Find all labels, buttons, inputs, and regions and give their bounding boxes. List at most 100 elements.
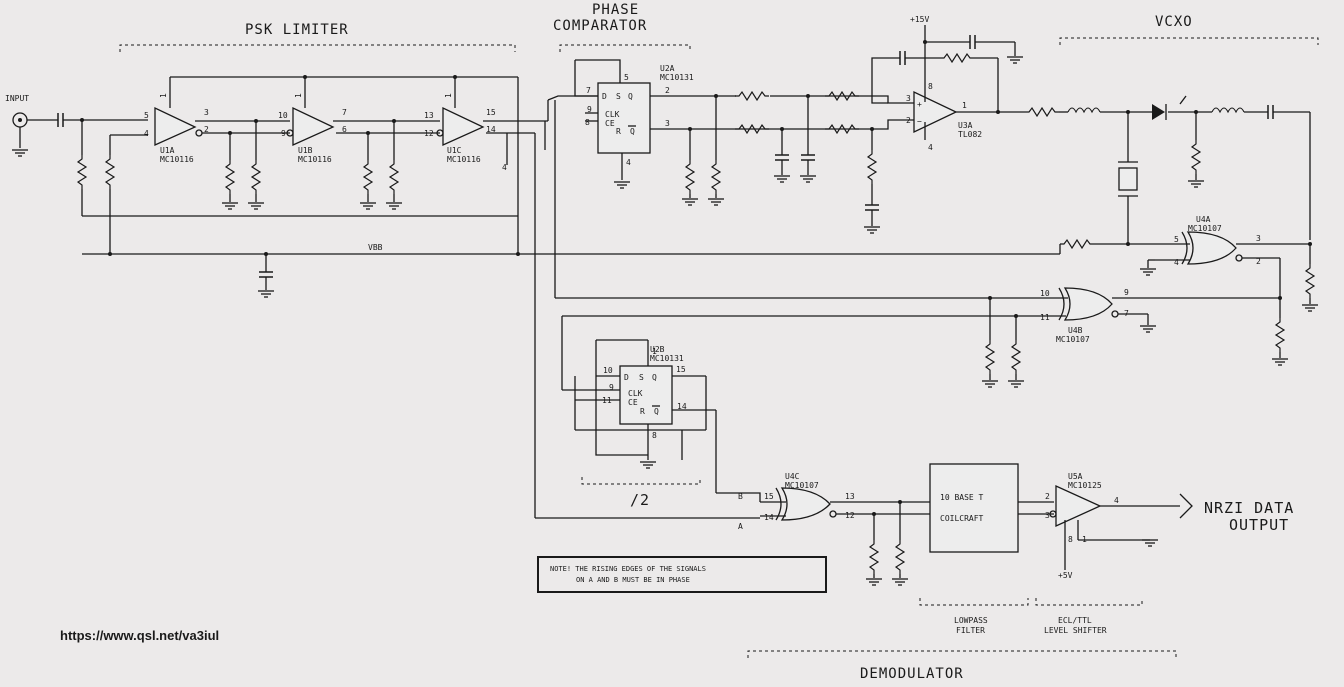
vcxo-title: VCXO	[1155, 14, 1193, 30]
svg-text:4: 4	[1174, 258, 1179, 267]
u1c-ref: U1C	[447, 146, 462, 155]
svg-text:1: 1	[159, 93, 168, 98]
u1c-part: MC10116	[447, 155, 481, 164]
input-capacitor	[57, 112, 64, 128]
svg-text:12: 12	[845, 511, 855, 520]
lowpass-label-1: LOWPASS	[954, 616, 988, 625]
divider-bracket	[581, 477, 701, 485]
svg-text:14: 14	[486, 125, 496, 134]
svg-text:4: 4	[502, 163, 507, 172]
svg-text:10: 10	[278, 111, 288, 120]
u5a-part: MC10125	[1068, 481, 1102, 490]
psk-limiter-title: PSK LIMITER	[245, 22, 349, 38]
u2a-flipflop	[597, 82, 651, 154]
signal-a-label: A	[738, 522, 743, 531]
svg-text:S: S	[616, 92, 621, 101]
shifter-bracket	[1035, 598, 1143, 606]
input-label: INPUT	[5, 94, 29, 103]
svg-text:Q: Q	[630, 127, 635, 136]
shifter-label-1: ECL/TTL	[1058, 616, 1092, 625]
svg-text:12: 12	[424, 129, 434, 138]
u3a-opamp	[913, 90, 958, 134]
svg-text:1: 1	[652, 347, 657, 356]
lowpass-label-2: FILTER	[956, 626, 985, 635]
svg-text:CE: CE	[628, 398, 638, 407]
output-arrow	[1179, 493, 1193, 519]
divide-by-two-label: /2	[630, 491, 650, 509]
svg-text:+: +	[917, 100, 922, 109]
vbb-label: VBB	[368, 243, 383, 252]
output-label-1: NRZI DATA	[1204, 499, 1294, 517]
svg-text:CE: CE	[605, 119, 615, 128]
u1a-ref: U1A	[160, 146, 175, 155]
u4c-xor-gate	[780, 487, 831, 521]
u4b-xor-gate	[1063, 287, 1113, 321]
crystal	[1118, 167, 1138, 191]
svg-text:R: R	[640, 407, 645, 416]
u5a-ref: U5A	[1068, 472, 1083, 481]
shifter-label-2: LEVEL SHIFTER	[1044, 626, 1107, 635]
u2a-part: MC10131	[660, 73, 694, 82]
svg-text:8: 8	[928, 82, 933, 91]
svg-text:5: 5	[624, 73, 629, 82]
note-box	[537, 556, 827, 593]
svg-text:Q: Q	[628, 92, 633, 101]
output-label-2: OUTPUT	[1229, 516, 1289, 534]
u1b-amplifier	[292, 106, 335, 147]
psk-limiter-bracket	[119, 44, 516, 52]
u2b-ref: U2B	[650, 345, 665, 354]
svg-text:15: 15	[676, 365, 686, 374]
plus5v-label: +5V	[1058, 571, 1073, 580]
u5a-level-shifter	[1055, 484, 1102, 528]
svg-text:14: 14	[677, 402, 687, 411]
u4a-ref: U4A	[1196, 215, 1211, 224]
source-url[interactable]: https://www.qsl.net/va3iul	[60, 628, 219, 643]
u4b-part: MC10107	[1056, 335, 1090, 344]
svg-text:R: R	[616, 127, 621, 136]
phase-comparator-title-2: COMPARATOR	[553, 18, 647, 34]
svg-text:9: 9	[587, 105, 592, 114]
u1b-part: MC10116	[298, 155, 332, 164]
svg-text:4: 4	[626, 158, 631, 167]
u1a-amplifier	[154, 106, 197, 147]
svg-text:9: 9	[1124, 288, 1129, 297]
svg-text:8: 8	[585, 118, 590, 127]
svg-text:5: 5	[1174, 235, 1179, 244]
vcxo-bracket	[1059, 37, 1319, 45]
svg-text:3: 3	[204, 108, 209, 117]
u3a-ref: U3A	[958, 121, 973, 130]
u1c-amplifier	[442, 106, 485, 147]
u3a-part: TL082	[958, 130, 982, 139]
u2b-flipflop	[619, 365, 673, 425]
note-line-2: ON A AND B MUST BE IN PHASE	[576, 576, 690, 584]
svg-text:2: 2	[1045, 492, 1050, 501]
svg-text:8: 8	[652, 431, 657, 440]
coilcraft-filter-box	[929, 463, 1019, 553]
varactor-diode	[1152, 104, 1165, 120]
svg-text:6: 6	[342, 125, 347, 134]
svg-text:Q: Q	[652, 373, 657, 382]
svg-text:7: 7	[586, 86, 591, 95]
u1b-ref: U1B	[298, 146, 313, 155]
svg-text:4: 4	[928, 143, 933, 152]
svg-text:1: 1	[962, 101, 967, 110]
svg-text:13: 13	[845, 492, 855, 501]
u1a-part: MC10116	[160, 155, 194, 164]
phase-comparator-title-1: PHASE	[592, 2, 639, 18]
demodulator-bracket	[747, 650, 1177, 658]
transformer-label-2: COILCRAFT	[940, 514, 984, 523]
svg-text:9: 9	[609, 383, 614, 392]
svg-text:15: 15	[764, 492, 774, 501]
svg-text:11: 11	[1040, 313, 1050, 322]
lowpass-bracket	[919, 598, 1029, 606]
svg-text:10: 10	[1040, 289, 1050, 298]
svg-text:5: 5	[144, 111, 149, 120]
svg-text:3: 3	[1045, 511, 1050, 520]
svg-text:3: 3	[1256, 234, 1261, 243]
svg-text:2: 2	[906, 116, 911, 125]
svg-text:4: 4	[144, 129, 149, 138]
svg-text:2: 2	[665, 86, 670, 95]
svg-text:D: D	[602, 92, 607, 101]
svg-text:CLK: CLK	[628, 389, 643, 398]
